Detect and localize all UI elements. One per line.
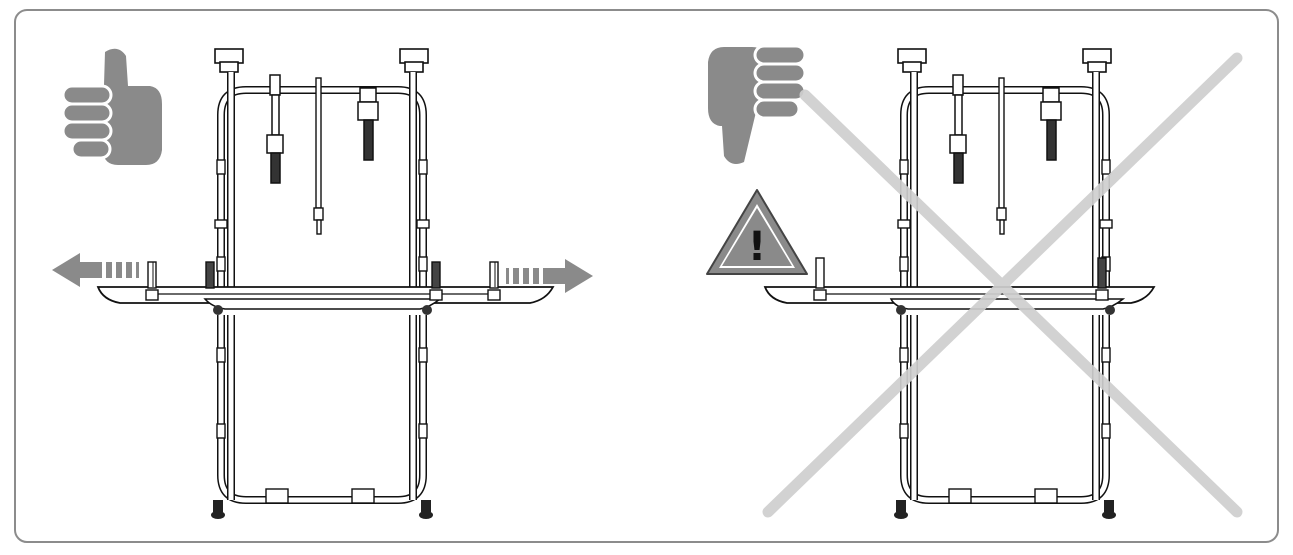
panel-incorrect: ! (706, 44, 1243, 519)
warning-triangle-icon: ! (706, 189, 808, 275)
thumbs-down-icon (708, 44, 807, 164)
warning-symbol: ! (748, 224, 766, 270)
bike-carrier-correct (96, 49, 555, 519)
arrow-extend-right-icon (506, 259, 593, 293)
panel-correct (52, 49, 593, 519)
arrow-extend-left-icon (52, 253, 139, 287)
bike-carrier-incorrect (763, 49, 1156, 519)
cross-out-mark (762, 52, 1243, 518)
thumbs-up-icon (61, 48, 162, 165)
